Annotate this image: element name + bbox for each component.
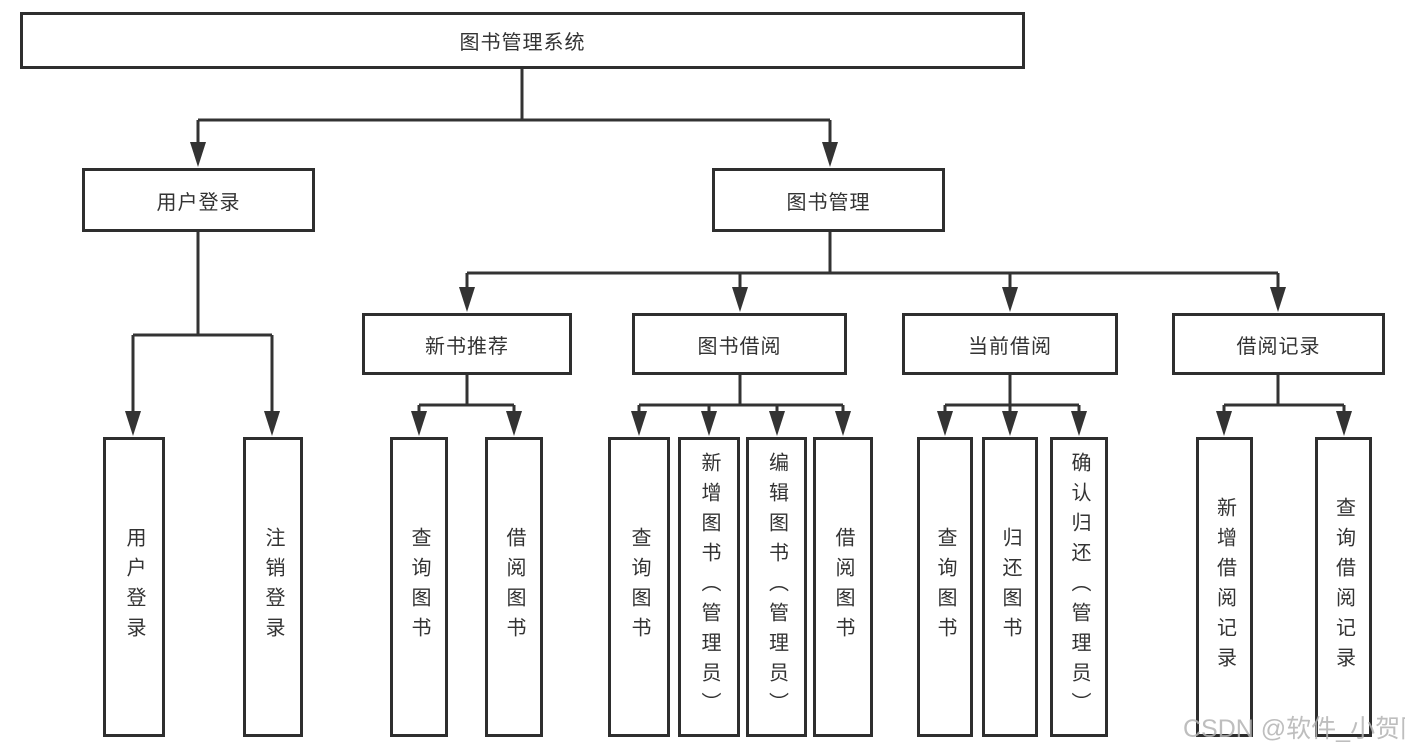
arrow-icon (701, 411, 717, 436)
csdn-watermark: CSDN @软件_小贺同学 (1183, 715, 1405, 743)
arrow-icon (1002, 287, 1018, 312)
leaf-query-books-current: 查询图书 (917, 437, 973, 737)
node-book-management: 图书管理 (712, 168, 945, 232)
leaf-label: 借阅图书 (503, 527, 525, 647)
connector-book-management (465, 232, 1280, 291)
leaf-label: 借阅图书 (832, 527, 854, 647)
arrow-icon (937, 411, 953, 436)
leaf-logout: 注销登录 (243, 437, 303, 737)
leaf-label: 编辑图书（管理员） (765, 452, 788, 722)
connector-current-borrow (943, 375, 1081, 415)
arrow-icon (506, 411, 522, 436)
arrow-icon (822, 142, 838, 167)
leaf-label: 新增图书（管理员） (698, 452, 720, 722)
arrow-icon (125, 411, 141, 436)
leaf-label: 归还图书 (999, 527, 1021, 647)
arrow-icon (1071, 411, 1087, 436)
connector-borrow-records (1222, 375, 1346, 415)
arrow-icon (411, 411, 427, 436)
arrow-icon (1270, 287, 1286, 312)
node-user-login: 用户登录 (82, 168, 315, 232)
node-borrow-records: 借阅记录 (1172, 313, 1385, 375)
leaf-query-books-borrow: 查询图书 (608, 437, 670, 737)
leaf-query-borrow-record: 查询借阅记录 (1315, 437, 1372, 737)
node-book-borrow: 图书借阅 (632, 313, 847, 375)
arrow-icon (264, 411, 280, 436)
leaf-label: 注销登录 (262, 527, 284, 647)
arrowheads (125, 142, 1352, 436)
leaf-add-borrow-record: 新增借阅记录 (1196, 437, 1253, 737)
arrow-icon (1336, 411, 1352, 436)
leaf-user-login: 用户登录 (103, 437, 165, 737)
node-current-borrow: 当前借阅 (902, 313, 1118, 375)
arrow-icon (1002, 411, 1018, 436)
node-new-book-recommend: 新书推荐 (362, 313, 572, 375)
leaf-label: 用户登录 (123, 527, 145, 647)
leaf-label: 查询图书 (934, 527, 956, 647)
leaf-borrow-books-recommend: 借阅图书 (485, 437, 543, 737)
connector-book-borrow (637, 375, 845, 415)
leaf-query-books-recommend: 查询图书 (390, 437, 448, 737)
leaf-edit-book-admin: 编辑图书（管理员） (746, 437, 807, 737)
arrow-icon (459, 287, 475, 312)
connector-root (196, 69, 832, 146)
leaf-label: 查询图书 (628, 527, 650, 647)
node-library-system: 图书管理系统 (20, 12, 1025, 69)
arrow-icon (1216, 411, 1232, 436)
leaf-confirm-return-admin: 确认归还（管理员） (1050, 437, 1108, 737)
arrow-icon (732, 287, 748, 312)
leaf-borrow-books-borrow: 借阅图书 (813, 437, 873, 737)
connector-user-login (131, 232, 274, 415)
connector-new-book-recommend (417, 375, 516, 415)
leaf-add-book-admin: 新增图书（管理员） (678, 437, 740, 737)
leaf-label: 新增借阅记录 (1213, 497, 1236, 677)
arrow-icon (769, 411, 785, 436)
leaf-label: 查询借阅记录 (1332, 497, 1355, 677)
arrow-icon (190, 142, 206, 167)
leaf-return-books: 归还图书 (982, 437, 1038, 737)
arrow-icon (835, 411, 851, 436)
leaf-label: 查询图书 (408, 527, 430, 647)
arrow-icon (631, 411, 647, 436)
leaf-label: 确认归还（管理员） (1068, 452, 1090, 722)
